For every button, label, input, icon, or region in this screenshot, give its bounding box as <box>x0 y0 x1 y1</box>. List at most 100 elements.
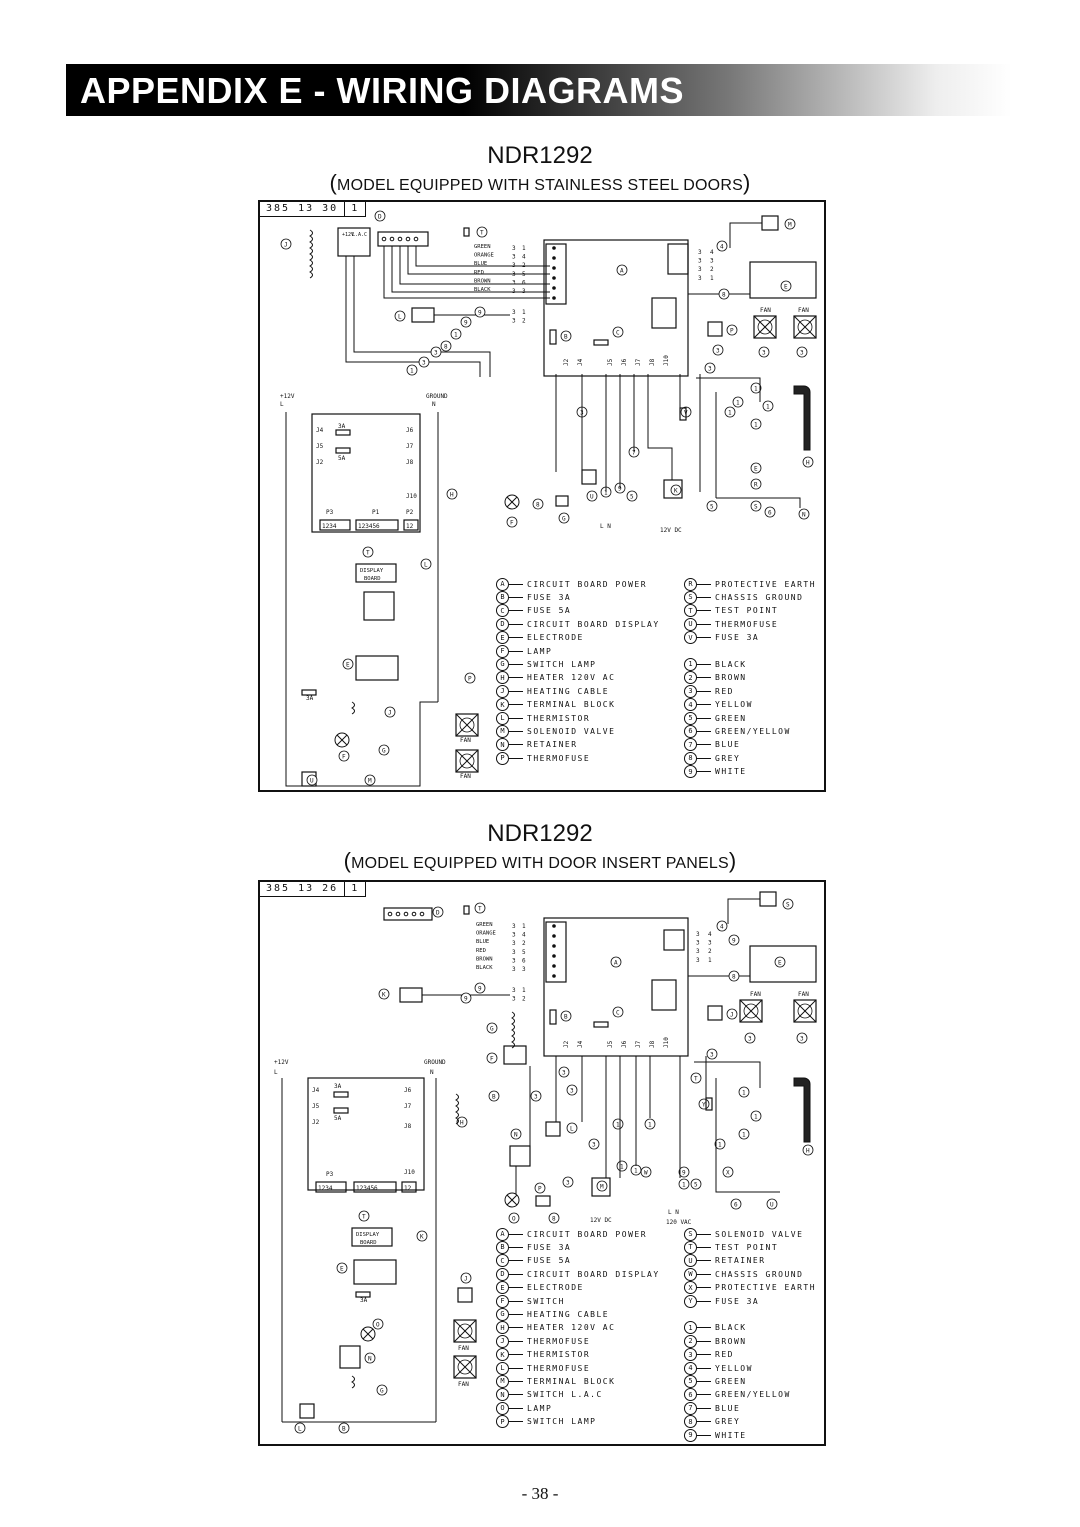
legend-key: 3 <box>684 684 697 698</box>
legend-key: D <box>496 1267 509 1281</box>
ref-tag-label: N <box>368 1355 372 1362</box>
ref-tag <box>732 396 744 408</box>
legend-key: 7 <box>684 738 697 752</box>
ref-tag <box>486 1052 498 1064</box>
legend-text: FUSE 3A <box>715 633 760 643</box>
legend-key: A <box>496 1227 509 1241</box>
wire-color-label: BROWN <box>476 956 493 962</box>
ref-tag <box>474 902 486 914</box>
ref-tag <box>766 1198 778 1210</box>
supply-label: +12V <box>274 1059 289 1066</box>
legend-text: YELLOW <box>715 1363 753 1373</box>
pin <box>552 954 556 958</box>
ref-tag <box>706 500 718 512</box>
legend-text: FUSE 3A <box>527 1242 572 1252</box>
legend-key: 3 <box>684 1348 697 1362</box>
legend-text: FUSE 5A <box>527 1256 572 1266</box>
fan-blade <box>753 315 777 339</box>
pin <box>403 911 409 917</box>
ref-tag-label: 1 <box>718 1141 722 1148</box>
ref-tag-label: L <box>398 313 402 320</box>
legend-key: 6 <box>684 724 697 738</box>
fan-ring <box>743 1003 759 1019</box>
legend-key: Y <box>684 1294 697 1308</box>
legend-text: YELLOW <box>715 700 753 710</box>
ref-tag-label: 3 <box>710 1051 714 1058</box>
pin <box>419 911 425 917</box>
ref-tag <box>362 546 374 558</box>
pin <box>552 266 556 270</box>
legend-text: BROWN <box>715 673 747 683</box>
wire-color-label: BLUE <box>476 939 489 945</box>
ref-tag <box>394 310 406 322</box>
ref-tag <box>678 1166 690 1178</box>
ref-tag <box>802 1144 814 1156</box>
ref-tag-label: 3 <box>762 349 766 356</box>
pin <box>552 256 556 260</box>
ref-tag <box>750 418 762 430</box>
ref-tag <box>724 406 736 418</box>
ref-tag <box>610 956 622 968</box>
terminal-number: 2 <box>522 318 526 325</box>
ref-tag-label: 1 <box>728 409 732 416</box>
legend-key: L <box>496 711 509 725</box>
label: P3 <box>326 509 334 516</box>
legend-text: FUSE 3A <box>715 1296 760 1306</box>
terminal-number: 2 <box>522 996 526 1003</box>
ref-tag-label: G <box>382 747 386 754</box>
legend-text: RETAINER <box>527 740 578 750</box>
ref-tag <box>374 210 386 222</box>
ref-tag-label: 1 <box>620 1163 624 1170</box>
ref-tag-label: G <box>490 1025 494 1032</box>
ref-tag <box>712 344 724 356</box>
legend-text: PROTECTIVE EARTH <box>715 1283 817 1293</box>
legend-text: TEST POINT <box>715 1242 779 1252</box>
ref-tag-label: 9 <box>478 985 482 992</box>
legend-text: FUSE 5A <box>527 606 572 616</box>
ref-tag <box>486 1022 498 1034</box>
legend-key: D <box>496 617 509 631</box>
ref-tag <box>508 1212 520 1224</box>
legend-text: THERMOFUSE <box>527 1336 591 1346</box>
legend-text: ELECTRODE <box>527 1283 584 1293</box>
ref-tag <box>560 1010 572 1022</box>
terminal-number: 3 <box>512 940 516 947</box>
ref-tag <box>338 1422 350 1434</box>
legend-key: S <box>684 590 697 604</box>
fan-ring <box>797 1003 813 1019</box>
legend-key: M <box>496 724 509 738</box>
wire-color-label: BLACK <box>476 965 493 971</box>
fuse-3a-lower <box>355 1291 371 1298</box>
ref-tag <box>718 288 730 300</box>
ref-tag <box>730 1198 742 1210</box>
ref-tag <box>280 238 292 250</box>
terminal-number: 3 <box>512 987 516 994</box>
ref-tag-label: 9 <box>464 995 468 1002</box>
label: P1 <box>372 509 380 516</box>
fan-ring <box>459 717 475 733</box>
fan-ring <box>459 753 475 769</box>
test-point <box>463 227 470 237</box>
legend-text: THERMISTOR <box>527 1350 591 1360</box>
legend-text: CIRCUIT BOARD DISPLAY <box>527 619 660 629</box>
legend-key: F <box>496 644 509 658</box>
label: J4 <box>312 1087 320 1094</box>
wire <box>391 246 550 293</box>
pin <box>552 934 556 938</box>
legend-key: E <box>496 631 509 645</box>
ref-tag-label: 1 <box>604 489 608 496</box>
legend-item: 4 YELLOW <box>684 698 753 712</box>
ref-tag-label: K <box>420 1233 424 1240</box>
ref-tag <box>704 362 716 374</box>
label: 5A <box>334 1115 342 1122</box>
legend-text: HEATING CABLE <box>527 686 610 696</box>
legend-key: 4 <box>684 698 697 712</box>
